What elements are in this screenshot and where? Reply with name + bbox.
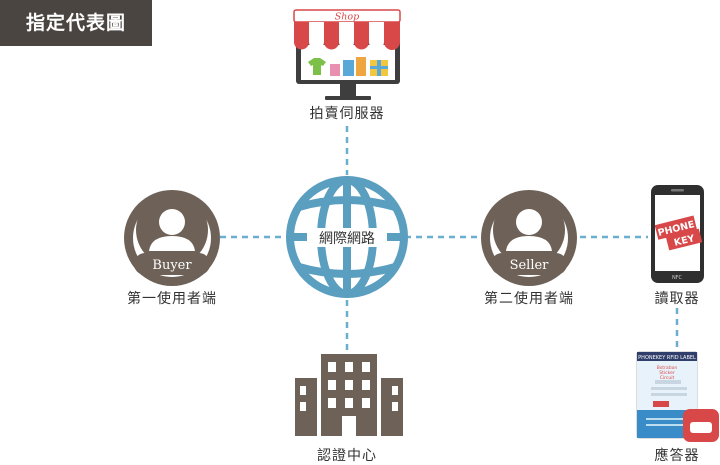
rfid-title: PHONEKEY RFID LABEL bbox=[638, 355, 696, 361]
buyer-avatar-icon bbox=[124, 190, 220, 286]
phone-logo-line2: KEY bbox=[673, 233, 696, 249]
cert-center-label: 認證中心 bbox=[317, 448, 377, 464]
seller-avatar-icon bbox=[481, 190, 577, 286]
reader-label: 讀取器 bbox=[654, 291, 700, 307]
globe-label-bg bbox=[307, 228, 387, 247]
phone-reader-icon bbox=[651, 185, 704, 283]
rfid-line1: Bstration bbox=[657, 365, 678, 371]
connectors bbox=[220, 126, 679, 350]
seller-badge: Seller bbox=[510, 258, 550, 273]
rfid-line2: Sticker bbox=[659, 370, 675, 376]
title-tag: 指定代表圖 bbox=[0, 0, 152, 46]
buyer-badge: Buyer bbox=[152, 258, 192, 273]
shop-monitor-icon bbox=[293, 9, 401, 100]
auction-server-label: 拍賣伺服器 bbox=[309, 106, 385, 122]
buyer-label: 第一使用者端 bbox=[127, 291, 217, 307]
internet-label: 網際網路 bbox=[319, 231, 375, 247]
shop-sign-text: Shop bbox=[335, 12, 359, 23]
rfid-line3: Circuit bbox=[660, 375, 675, 381]
responder-chip-icon bbox=[683, 409, 719, 442]
responder-label: 應答器 bbox=[654, 448, 700, 464]
seller-label: 第二使用者端 bbox=[484, 291, 574, 307]
building-windows bbox=[300, 362, 398, 436]
phone-nfc-text: NFC bbox=[672, 275, 683, 281]
